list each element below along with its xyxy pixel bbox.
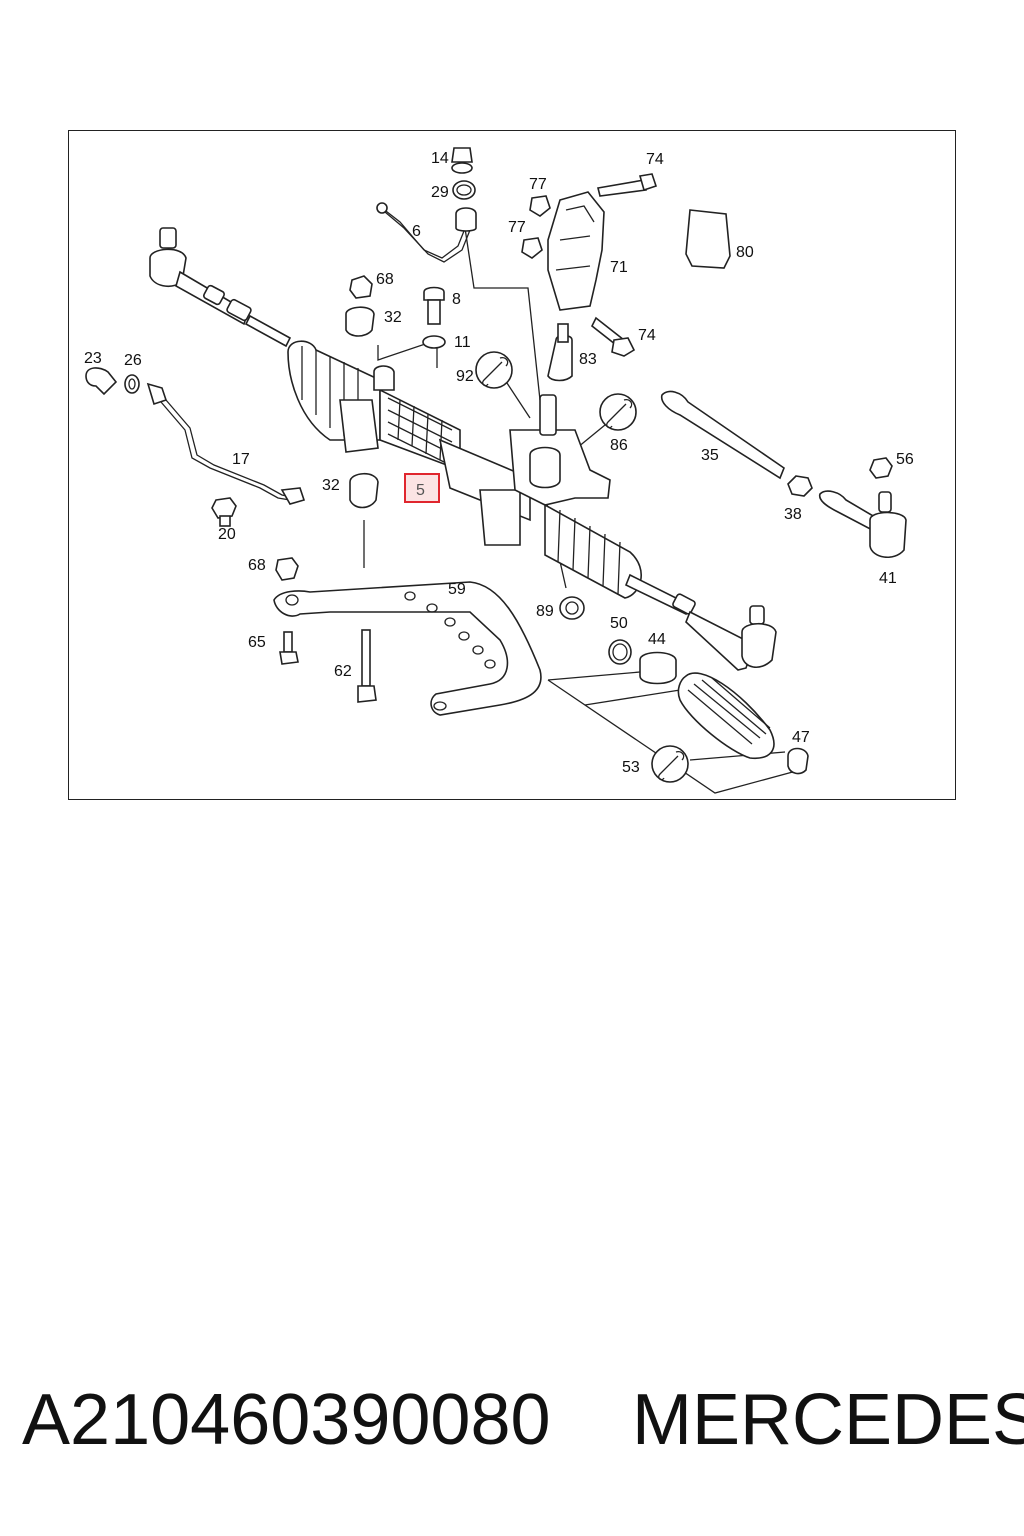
callout-86: 86 — [610, 437, 628, 454]
boot-kit — [559, 596, 809, 775]
callout-11: 11 — [454, 334, 471, 351]
callout-6: 6 — [412, 223, 421, 240]
rack-housing — [339, 388, 611, 546]
callout-50: 50 — [610, 615, 628, 632]
callout-62: 62 — [334, 663, 352, 680]
mounting-bracket — [273, 557, 542, 716]
valve-83 — [547, 323, 573, 382]
wrench-icon-92 — [475, 351, 513, 389]
steering-coupling — [521, 173, 731, 357]
part-number: A210460390080 — [22, 1380, 551, 1460]
brand-name: MERCEDES — [632, 1380, 1024, 1460]
callout-59: 59 — [448, 581, 466, 598]
left-tie-rod-end — [149, 227, 292, 348]
callout-77: 77 — [529, 176, 547, 193]
callout-74: 74 — [638, 327, 656, 344]
callout-68: 68 — [248, 557, 266, 574]
callout-89: 89 — [536, 603, 554, 620]
wrench-icon-86 — [599, 393, 637, 431]
callout-68: 68 — [376, 271, 394, 288]
callout-5-highlighted[interactable]: 5 — [416, 482, 425, 499]
callout-41: 41 — [879, 570, 897, 587]
hose-lines — [146, 202, 471, 505]
highlight-box — [404, 473, 440, 503]
right-tie-rod-end — [624, 573, 777, 671]
mount-parts-top — [345, 275, 446, 391]
callout-74: 74 — [646, 151, 664, 168]
callout-53: 53 — [622, 759, 640, 776]
callout-80: 80 — [736, 244, 754, 261]
tie-rod-assembly-right — [660, 390, 907, 558]
callout-77: 77 — [508, 219, 526, 236]
callout-47: 47 — [792, 729, 810, 746]
diagram-frame — [68, 130, 956, 800]
bushing-32-lower — [349, 472, 379, 509]
callout-32: 32 — [322, 477, 340, 494]
callout-44: 44 — [648, 631, 666, 648]
callout-labels: 14 29 6 77 74 77 71 80 68 8 32 11 83 74 … — [84, 150, 914, 776]
callout-56: 56 — [896, 451, 914, 468]
callout-65: 65 — [248, 634, 266, 651]
callout-8: 8 — [452, 291, 461, 308]
callout-32: 32 — [384, 309, 402, 326]
callout-26: 26 — [124, 352, 142, 369]
callout-35: 35 — [701, 447, 719, 464]
bolt-20 — [211, 497, 237, 527]
callout-17: 17 — [232, 451, 250, 468]
callout-92: 92 — [456, 368, 474, 385]
callout-38: 38 — [784, 506, 802, 523]
top-fittings — [451, 147, 477, 232]
callout-71: 71 — [610, 259, 628, 276]
fitting-23-26 — [85, 367, 140, 396]
callout-20: 20 — [218, 526, 236, 543]
callout-23: 23 — [84, 350, 102, 367]
callout-29: 29 — [431, 184, 449, 201]
wrench-icon-53 — [651, 745, 689, 783]
callout-83: 83 — [579, 351, 597, 368]
callout-14: 14 — [431, 150, 449, 167]
